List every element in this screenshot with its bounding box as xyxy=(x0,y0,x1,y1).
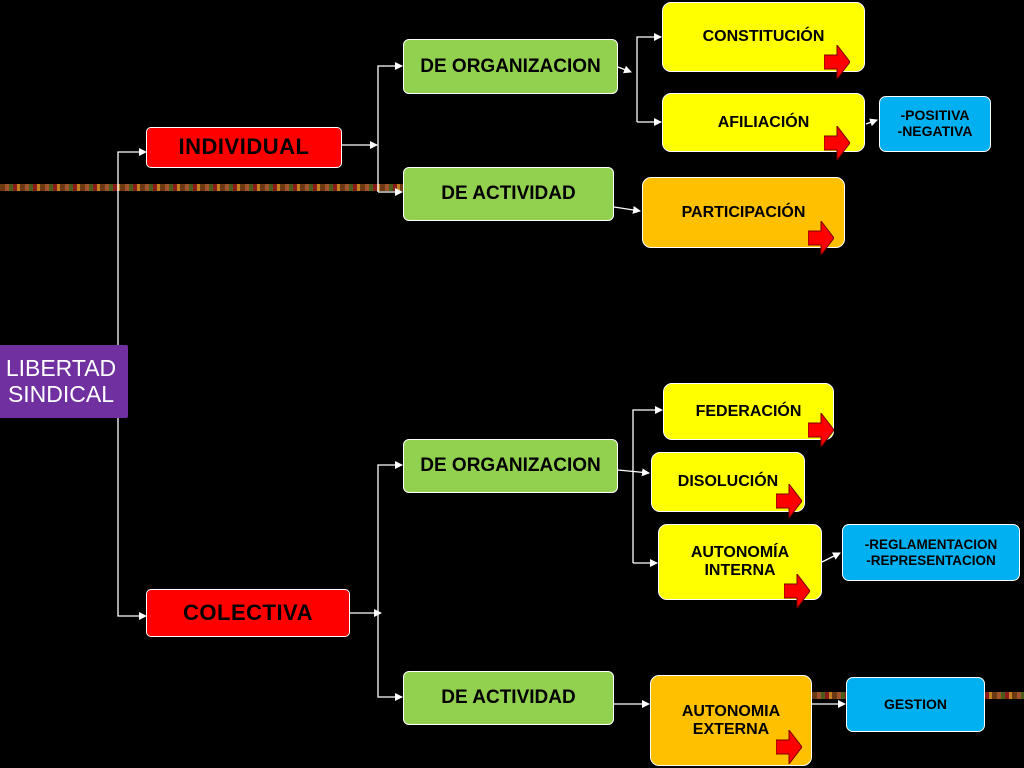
autonomia-externa-label: AUTONOMIA EXTERNA xyxy=(681,702,781,738)
link-autonomia-interna-detail xyxy=(821,552,841,563)
link-root-individual xyxy=(117,148,147,345)
link-colectiva-actividad xyxy=(377,613,403,701)
root-node: LIBERTAD SINDICAL xyxy=(0,345,128,418)
individual-node: INDIVIDUAL xyxy=(146,127,342,168)
colectiva-node: COLECTIVA xyxy=(146,589,350,637)
afiliacion-label: AFILIACIÓN xyxy=(717,113,810,131)
red-arrow-icon xyxy=(776,484,802,518)
individual-actividad-label: DE ACTIVIDAD xyxy=(441,183,576,205)
individual-label: INDIVIDUAL xyxy=(178,134,310,160)
link-federacion xyxy=(632,406,663,563)
autonomia-interna-label: AUTONOMÍA INTERNA xyxy=(690,544,790,579)
autonomia-interna-node: AUTONOMÍA INTERNA xyxy=(658,524,822,600)
colectiva-actividad-node: DE ACTIVIDAD xyxy=(403,671,614,725)
link-ind-org-mid xyxy=(617,65,632,74)
autonomia-interna-detail-representacion: -REPRESENTACION xyxy=(866,552,996,568)
colectiva-actividad-label: DE ACTIVIDAD xyxy=(441,687,576,709)
individual-organizacion-node: DE ORGANIZACION xyxy=(403,39,618,94)
afiliacion-detail-positiva: -POSITIVA xyxy=(900,107,970,124)
autonomia-externa-node: AUTONOMIA EXTERNA xyxy=(650,675,812,766)
link-afiliacion-detail xyxy=(865,118,878,127)
root-label: LIBERTAD SINDICAL xyxy=(5,354,117,407)
colectiva-label: COLECTIVA xyxy=(183,599,313,625)
gestion-label: GESTION xyxy=(883,695,947,712)
participacion-label: PARTICIPACIÓN xyxy=(681,203,806,221)
autonomia-interna-detail-reglamentacion: -REGLAMENTACION xyxy=(864,537,998,553)
constitucion-label: CONSTITUCIÓN xyxy=(702,28,825,45)
colectiva-organizacion-label: DE ORGANIZACION xyxy=(420,455,601,477)
link-root-colectiva xyxy=(117,418,147,620)
link-participacion xyxy=(613,205,641,214)
red-arrow-icon xyxy=(776,730,802,764)
gestion-node: GESTION xyxy=(846,677,985,732)
individual-organizacion-label: DE ORGANIZACION xyxy=(420,55,601,77)
individual-actividad-node: DE ACTIVIDAD xyxy=(403,167,614,221)
link-constitucion xyxy=(636,33,662,122)
federacion-node: FEDERACIÓN xyxy=(663,383,834,440)
colectiva-organizacion-node: DE ORGANIZACION xyxy=(403,439,618,493)
red-arrow-icon xyxy=(824,45,850,79)
afiliacion-detail-node: -POSITIVA -NEGATIVA xyxy=(879,96,991,152)
red-arrow-icon xyxy=(808,413,834,447)
afiliacion-node: AFILIACIÓN xyxy=(662,93,865,152)
link-colectiva-organizacion xyxy=(377,461,403,613)
red-arrow-icon xyxy=(824,126,850,160)
red-arrow-icon xyxy=(784,574,810,608)
afiliacion-detail-negativa: -NEGATIVA xyxy=(897,123,973,139)
federacion-label: FEDERACIÓN xyxy=(695,402,802,420)
link-individual-organizacion xyxy=(377,62,403,192)
disolucion-label: DISOLUCIÓN xyxy=(677,473,779,491)
autonomia-interna-detail-node: -REGLAMENTACION -REPRESENTACION xyxy=(842,524,1020,581)
red-arrow-icon xyxy=(808,221,834,255)
decorative-stripe-top xyxy=(0,184,403,191)
